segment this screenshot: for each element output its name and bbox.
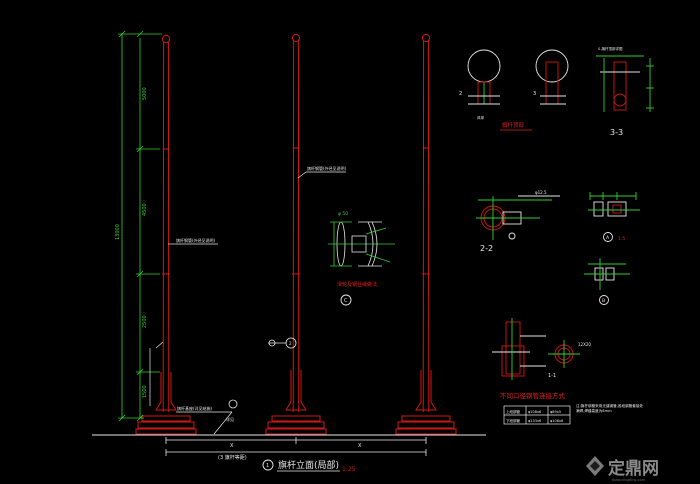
base-tag-text: 详见 (226, 416, 234, 422)
detail-a-circle-label: A (606, 235, 610, 241)
section-2-2-dim: φ12.5 (535, 190, 547, 195)
finial-detail-1 (467, 49, 501, 105)
spec-table-r1-c3: φ89x5 (550, 410, 561, 414)
callout-pole1-text: 旗杆钢管(外径见说明) (176, 237, 216, 243)
detail-a-circle (603, 232, 613, 242)
detail-a-drawing (588, 192, 640, 217)
detail-b-circle (599, 295, 609, 305)
finial-side-note: 风球 (477, 115, 485, 120)
bottom-dim-x-2: X (358, 443, 362, 449)
detail-a-scale: 1:5 (618, 236, 625, 242)
dim-total-height: 13000 (115, 224, 121, 240)
detail-b-circle-label: B (602, 298, 605, 304)
flag-pole-2 (265, 33, 327, 435)
section-3-3-note: S-旗杆顶部详图 (598, 46, 623, 51)
finial-detail-2 (535, 49, 569, 105)
callout-pole2-text: 旗杆钢管(外径见说明) (307, 165, 347, 171)
section-mark-2 (268, 337, 297, 349)
dim-lower-segment: 2500 (142, 315, 148, 328)
spec-table-r2-c2: φ133x6 (528, 419, 541, 423)
bottom-dimension (165, 437, 427, 456)
main-title-scale: 1:25 (342, 466, 356, 473)
main-title-circle-label: 1 (266, 463, 269, 469)
section-3-3-drawing (596, 55, 654, 112)
watermark-url: www.dingding.com (612, 478, 646, 482)
base-note-text: 旗杆基座(详见结施) (177, 405, 213, 411)
dim-middle-segment: 4500 (142, 203, 148, 216)
finial-title: 旗杆顶部 (502, 121, 525, 129)
finial-label-2: 2 (459, 91, 462, 97)
flag-detail-drawing (492, 318, 580, 380)
flag-detail-12x20: 12X20 (578, 342, 591, 347)
section-3-3-title: 3-3 (610, 128, 623, 137)
spec-table (503, 405, 571, 425)
flag-pole-3 (395, 33, 457, 435)
detail-c-title: 滑轮及钢丝绳做法 (337, 281, 377, 288)
callout-lines (149, 171, 346, 435)
watermark-logo-icon (586, 456, 604, 476)
detail-b-drawing (584, 258, 630, 290)
finial-label-3: 3 (533, 91, 536, 97)
flag-pole-1 (135, 34, 197, 435)
flag-detail-1-1: 1-1 (548, 373, 556, 379)
spec-notes-wrap: 注:旗杆钢管采用无缝钢管,各段钢管套接处满焊,焊缝高度为6mm (576, 404, 644, 413)
detail-c-dim: φ 50 (338, 211, 348, 217)
section-2-2-title: 2-2 (480, 244, 493, 253)
detail-c-circle-label: C (344, 298, 348, 304)
spec-table-r2-c3: φ108x6 (550, 419, 563, 423)
main-title-circle (262, 459, 274, 471)
dim-upper-segment: 5000 (142, 87, 148, 100)
section-mark-2-label: 2 (289, 341, 292, 346)
detail-c-drawing (328, 221, 395, 267)
flag-detail-title: 不同口径钢管连接方式 (500, 391, 566, 400)
base-tag-circle (228, 399, 238, 409)
bottom-dim-x-1: X (230, 443, 234, 449)
main-title: 旗杆立面(局部) (278, 459, 339, 471)
left-dimension-chain (118, 30, 162, 422)
detail-c-circle (340, 294, 352, 306)
spec-table-r1-c1: 上段钢管 (506, 409, 520, 414)
section-2-2-drawing (476, 195, 560, 240)
bottom-dim-label: (3 旗杆等距) (218, 454, 247, 461)
spec-table-r2-c1: 下段钢管 (506, 418, 520, 423)
spec-notes: 注:旗杆钢管采用无缝钢管,各段钢管套接处满焊,焊缝高度为6mm (576, 404, 644, 413)
watermark-text: 定鼎网 (608, 458, 659, 479)
spec-table-r1-c2: φ108x6 (528, 410, 541, 414)
dim-base-segment: 1500 (142, 385, 148, 398)
